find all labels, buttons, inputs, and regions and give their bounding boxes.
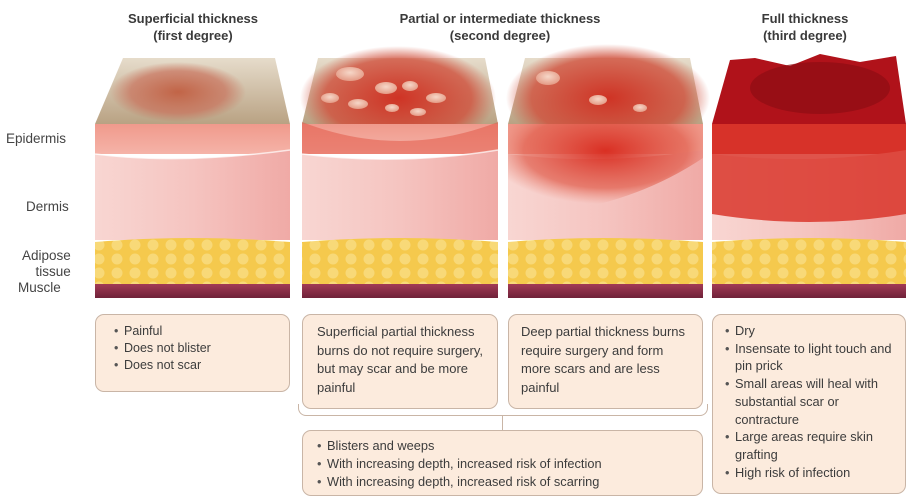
list-item: Does not scar [114, 357, 279, 374]
box-superficial-partial: Superficial partial thickness burns do n… [302, 314, 498, 409]
panel-deep-partial [506, 44, 710, 298]
list-item: Large areas require skin grafting [725, 428, 899, 463]
panel-superficial-partial [300, 46, 498, 298]
list-item: Blisters and weeps [317, 437, 692, 455]
superficial-partial-text: Superficial partial thickness burns do n… [317, 323, 487, 397]
panel-first-degree [95, 58, 290, 298]
second-degree-connector [298, 404, 708, 416]
deep-partial-text: Deep partial thickness burns require sur… [521, 323, 692, 397]
list-item: With increasing depth, increased risk of… [317, 455, 692, 473]
list-item: Insensate to light touch and pin prick [725, 340, 899, 375]
list-item: Dry [725, 322, 899, 340]
second-degree-connector-stem [502, 416, 503, 430]
list-item: Small areas will heal with substantial s… [725, 375, 899, 428]
list-item: With increasing depth, increased risk of… [317, 473, 692, 491]
list-item: Does not blister [114, 340, 279, 357]
list-item: High risk of infection [725, 464, 899, 482]
list-item: Painful [114, 323, 279, 340]
skin-burn-diagram [0, 0, 910, 310]
box-first-degree: Painful Does not blister Does not scar [95, 314, 290, 392]
box-deep-partial: Deep partial thickness burns require sur… [508, 314, 703, 409]
box-third-degree: Dry Insensate to light touch and pin pri… [712, 314, 906, 494]
panel-full-thickness [712, 54, 906, 298]
box-second-degree-shared: Blisters and weeps With increasing depth… [302, 430, 703, 496]
